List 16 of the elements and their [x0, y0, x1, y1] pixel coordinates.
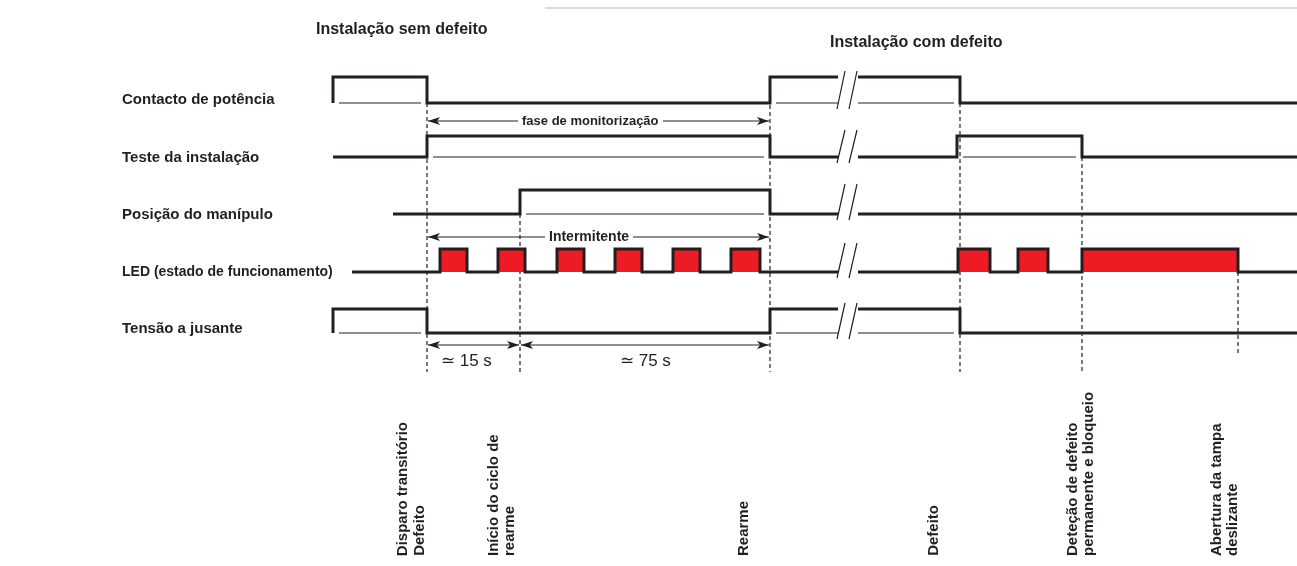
signal-name: Teste da instalação [122, 148, 260, 165]
section-heading: Instalação sem defeito [316, 20, 488, 37]
event-label: Abertura da tampa deslizante [1208, 422, 1240, 556]
event-label: Início do ciclo de rearme [485, 433, 517, 556]
section-heading: Instalação com defeito [830, 33, 1003, 50]
event-label: Disparo transitório [394, 421, 410, 556]
signal-name: Posição do manípulo [122, 205, 273, 222]
signal-name: Contacto de potência [122, 90, 275, 107]
duration-label: ≃ 75 s [620, 352, 671, 369]
signal-name: Tensão a jusante [122, 319, 243, 336]
event-label: Defeito [411, 505, 427, 556]
event-label: Deteção de defeito permanente e bloqueio [1064, 390, 1096, 556]
duration-label: ≃ 15 s [441, 352, 492, 369]
signal-name: LED (estado de funcionamento) [122, 263, 333, 280]
event-label: Defeito [925, 505, 941, 556]
event-label: Rearme [735, 500, 751, 556]
